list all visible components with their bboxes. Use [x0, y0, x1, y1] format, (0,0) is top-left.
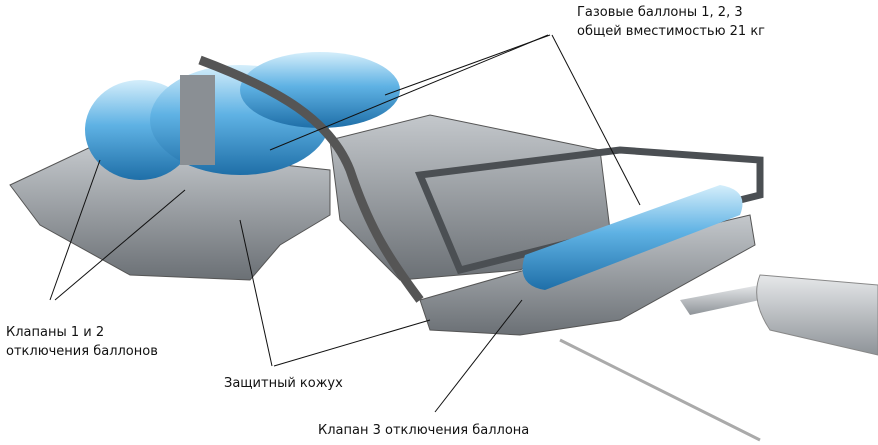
label-gas-cylinders: Газовые баллоны 1, 2, 3 общей вместимост… [577, 3, 765, 41]
label-gas-cylinders-line1: Газовые баллоны 1, 2, 3 [577, 5, 743, 20]
bracket [180, 75, 215, 165]
gas-cylinder-3 [522, 185, 743, 290]
label-valves-line1: Клапаны 1 и 2 [6, 325, 105, 340]
label-gas-cylinders-line2: общей вместимостью 21 кг [577, 24, 766, 39]
gas-cylinder-top [240, 52, 400, 128]
leader-lines [49, 34, 641, 413]
label-valves-1-2: Клапаны 1 и 2 отключения баллонов [6, 323, 158, 361]
exhaust-pipe [680, 285, 760, 315]
label-valve-3: Клапан 3 отключения баллона [318, 423, 530, 438]
fuel-lines [559, 338, 761, 442]
frame-rail [414, 146, 764, 275]
label-protective-cover: Защитный кожух [224, 376, 343, 391]
pipe [198, 55, 424, 303]
muffler [756, 274, 878, 356]
label-valves-line2: отключения баллонов [6, 344, 158, 359]
